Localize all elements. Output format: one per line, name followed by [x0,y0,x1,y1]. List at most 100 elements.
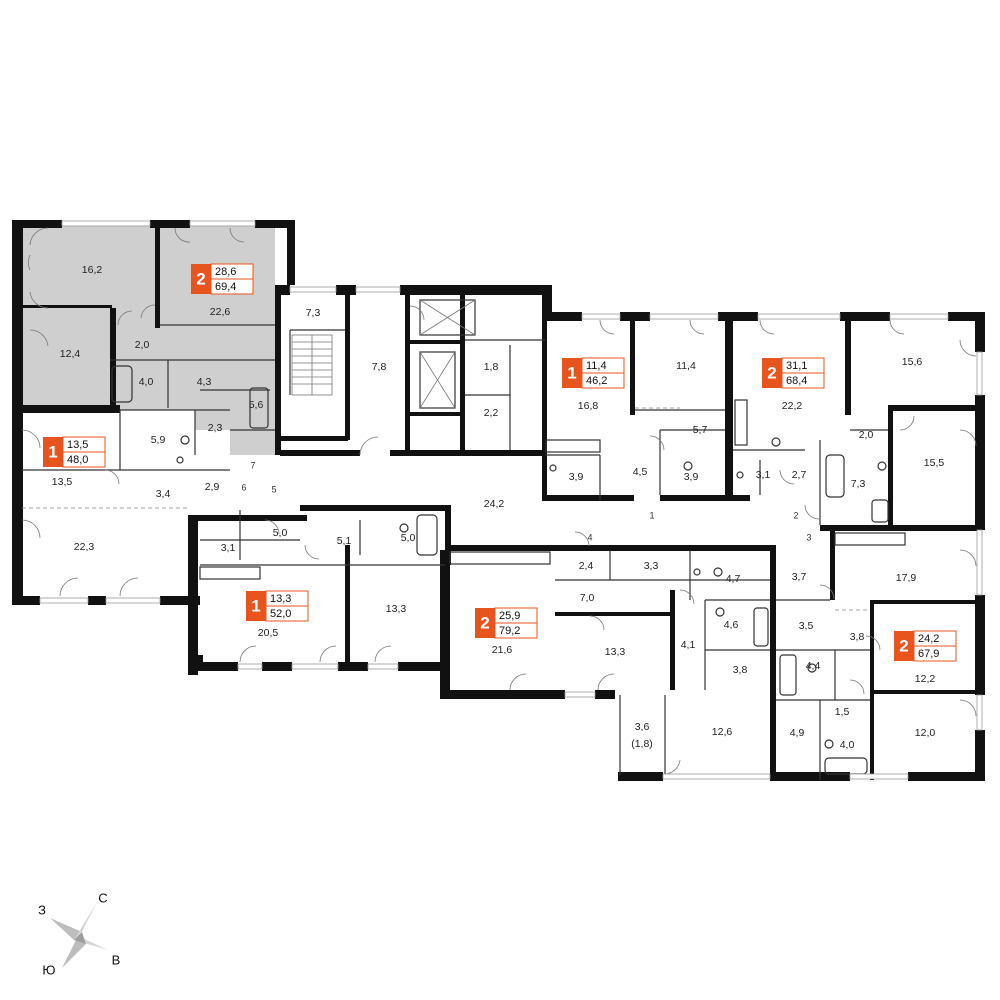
partitions [22,324,888,780]
badge-living-area: 31,1 [786,360,807,372]
room-area: 2,0 [135,339,150,351]
room-area: 17,9 [896,572,917,584]
badge-living-area: 28,6 [215,266,236,278]
room-area: 4,0 [139,376,154,388]
compass-south: Ю [42,962,55,977]
room-area: 7,8 [372,361,387,373]
room-area: 4,6 [724,619,739,631]
room-area: 3,6 [635,721,650,733]
apartment-badge-bottom-left[interactable]: 1 13,3 52,0 [246,590,309,622]
badge-living-area: 25,9 [499,610,520,622]
room-area: 2,3 [208,422,223,434]
door-number-labels: 7 6 5 4 1 2 3 [241,460,811,542]
compass-rose-icon: З С Ю В [38,890,120,977]
compass-east: В [112,952,121,967]
room-area: 5,9 [151,434,166,446]
room-area: 4,7 [726,573,741,585]
room-area: 4,0 [840,739,855,751]
apartment-badge-left-mid[interactable]: 1 13,5 48,0 [43,436,106,468]
room-area: 3,5 [799,620,814,632]
room-area: 7,3 [306,307,321,319]
room-area: 1,8 [484,361,499,373]
room-area: 15,6 [902,356,923,368]
room-area: 13,5 [52,476,73,488]
room-area: 2,9 [205,481,220,493]
badge-total-area: 67,9 [918,648,939,660]
room-area: 3,8 [733,664,748,676]
room-area: 3,7 [792,571,807,583]
apartment-badge-top-center[interactable]: 1 11,4 46,2 [562,357,625,389]
badge-rooms: 1 [251,596,260,615]
door-number: 5 [271,484,276,494]
room-area: 5,7 [693,424,708,436]
room-area: 22,3 [74,541,95,553]
badge-living-area: 13,3 [270,593,291,605]
room-area: 12,0 [915,727,936,739]
plumbing-fixtures [111,365,906,775]
badge-total-area: 48,0 [67,454,88,466]
badge-total-area: 79,2 [499,625,520,637]
door-number: 3 [806,532,811,542]
badge-rooms: 2 [480,613,489,632]
room-area: 1,5 [835,706,850,718]
room-area: 3,1 [221,542,236,554]
apartment-badge-bottom-center[interactable]: 2 25,9 79,2 [475,607,538,639]
elevator-shafts [419,299,476,409]
room-area: 22,2 [782,400,803,412]
apartment-badge-top-left[interactable]: 2 28,6 69,4 [191,263,254,295]
badge-total-area: 52,0 [270,608,291,620]
room-area: 3,1 [756,469,771,481]
room-area: 5,1 [337,535,352,547]
room-area: 21,6 [492,644,513,656]
windows [39,220,983,780]
room-area: 12,4 [60,348,81,360]
badge-rooms: 1 [48,442,57,461]
room-area: 7,3 [851,478,866,490]
room-area: 5,6 [249,399,264,411]
badge-living-area: 11,4 [586,360,607,372]
room-area: 2,7 [792,469,807,481]
compass-north: С [98,890,107,905]
room-area: 2,4 [579,560,594,572]
room-area: 12,6 [712,726,733,738]
room-area: 3,3 [644,560,659,572]
room-area: 2,0 [859,429,874,441]
room-area: 16,2 [82,264,103,276]
badge-living-area: 13,5 [67,439,88,451]
room-area: 4,4 [806,660,821,672]
staircase [291,334,333,396]
room-area: 3,9 [684,471,699,483]
interior-walls [12,225,980,780]
door-number: 6 [241,482,246,492]
room-area: 12,2 [915,673,936,685]
selected-apartment-fill[interactable] [22,225,280,455]
room-area: (1,8) [631,738,653,750]
badge-rooms: 2 [196,269,205,288]
room-area: 3,9 [569,471,584,483]
door-number: 4 [587,532,592,542]
apartment-badge-top-right[interactable]: 2 31,1 68,4 [762,357,825,389]
badge-rooms: 2 [899,636,908,655]
room-area: 13,3 [605,646,626,658]
room-area: 4,9 [790,727,805,739]
room-area-labels: 16,2 22,6 12,4 2,0 4,0 4,3 5,6 2,3 7,3 7… [52,264,945,751]
room-area: 2,2 [484,407,499,419]
room-area: 5,0 [273,527,288,539]
door-number: 7 [250,460,255,470]
door-number: 1 [649,510,654,520]
door-number: 2 [793,510,798,520]
room-area: 11,4 [676,360,696,372]
room-area: 4,1 [681,639,696,651]
room-area: 3,4 [156,488,171,500]
apartment-badge-bottom-right[interactable]: 2 24,2 67,9 [894,630,957,662]
room-area: 13,3 [386,603,407,615]
room-area: 16,8 [578,400,599,412]
room-area: 4,5 [633,466,648,478]
room-area: 20,5 [258,627,279,639]
room-area: 7,0 [580,592,595,604]
room-area: 5,0 [401,532,416,544]
badge-rooms: 1 [567,363,576,382]
room-area: 15,5 [924,457,945,469]
badge-total-area: 69,4 [215,281,236,293]
